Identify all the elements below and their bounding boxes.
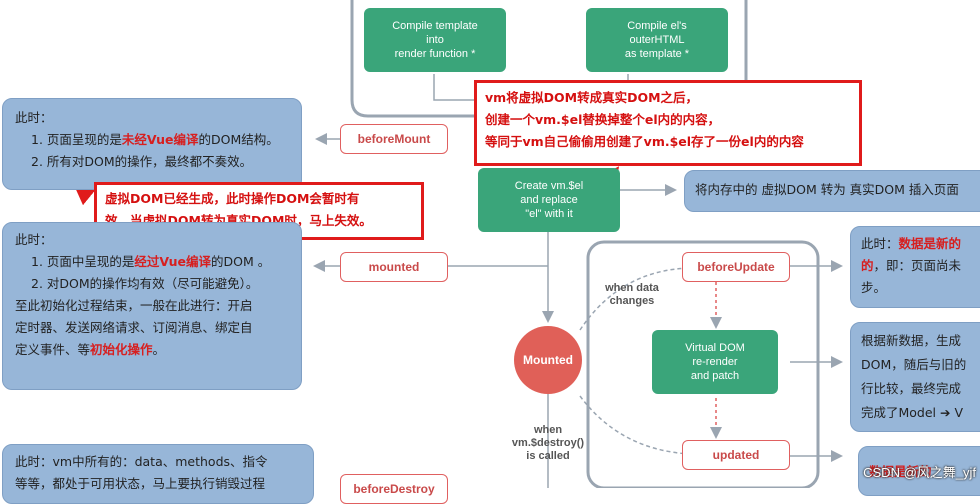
- panel-line-2: 等等，都处于可用状态，马上要执行销毁过程: [15, 476, 266, 491]
- annotation-line-1: vm将虚拟DOM转成真实DOM之后，: [485, 90, 699, 105]
- panel-title: 此时：: [15, 232, 53, 247]
- text-segment: 定义事件、等: [15, 342, 91, 357]
- panel-line-2: 的，即：页面尚未: [861, 255, 980, 277]
- text-segment: 的DOM结构。: [198, 132, 279, 147]
- create-el-box: Create vm.$el and replace "el" with it: [478, 168, 620, 232]
- mounted-state-circle: Mounted: [514, 326, 582, 394]
- patch-info-panel: 根据新数据，生成 DOM，随后与旧的 行比较，最终完成 完成了Model ➔ V: [850, 322, 980, 432]
- panel-line-1: 此时：vm中所有的：data、methods、指令: [15, 454, 268, 469]
- compile-el-box: Compile el's outerHTML as template *: [586, 8, 728, 72]
- text-segment: 1. 页面中呈现的是: [31, 254, 135, 269]
- virtual-dom-box: Virtual DOM re-render and patch: [652, 330, 778, 394]
- text-segment: 的DOM 。: [211, 254, 271, 269]
- panel-line-1: 1. 页面中呈现的是经过Vue编译的DOM 。: [15, 251, 289, 273]
- text-segment: ，即：页面尚未: [873, 258, 962, 273]
- compile-template-box: Compile template into render function *: [364, 8, 506, 72]
- panel-line-4: 完成了Model ➔ V: [861, 405, 964, 420]
- text-segment: 此时：: [861, 236, 899, 251]
- highlight-text: 未经Vue编译: [121, 132, 199, 147]
- panel-line-5: 定义事件、等初始化操作。: [15, 339, 289, 361]
- panel-line-2: 2. 对DOM的操作均有效（尽可能避免）。: [31, 276, 259, 291]
- before-mount-info-panel: 此时： 1. 页面呈现的是未经Vue编译的DOM结构。 2. 所有对DOM的操作…: [2, 98, 302, 190]
- annotation-line-3: 等同于vm自己偷偷用创建了vm.$el存了一份el内的内容: [485, 134, 804, 149]
- annotation-line-1: 虚拟DOM已经生成，此时操作DOM会暂时有: [105, 191, 360, 206]
- highlight-text: 的: [861, 258, 874, 273]
- text-segment: 1. 页面呈现的是: [31, 132, 122, 147]
- before-destroy-info-panel: 此时：vm中所有的：data、methods、指令 等等，都处于可用状态，马上要…: [2, 444, 314, 504]
- update-loop-dashed-2: [579, 395, 691, 455]
- hook-beforeupdate: beforeUpdate: [682, 252, 790, 282]
- when-data-changes-label: when data changes: [605, 282, 659, 307]
- panel-line-3: 至此初始化过程结束，一般在此进行：开启: [15, 298, 253, 313]
- highlight-text: 经过Vue编译: [134, 254, 212, 269]
- hook-updated: updated: [682, 440, 790, 470]
- highlight-text: 数据是新的: [898, 236, 962, 251]
- panel-title: 此时：: [15, 110, 53, 125]
- when-destroy-label: when vm.$destroy() is called: [511, 424, 585, 462]
- hook-mounted: mounted: [340, 252, 448, 282]
- hook-beforemount: beforeMount: [340, 124, 448, 154]
- before-update-info-panel: 此时：数据是新的 的，即：页面尚未 步。: [850, 226, 980, 308]
- panel-line-3: 步。: [861, 280, 887, 295]
- watermark: CSDN @风之舞_yjf: [863, 465, 976, 480]
- panel-line-4: 定时器、发送网络请求、订阅消息、绑定自: [15, 320, 253, 335]
- panel-line-2: DOM，随后与旧的: [861, 357, 967, 372]
- annotation-el-replace: vm将虚拟DOM转成真实DOM之后， 创建一个vm.$el替换掉整个el内的内容…: [474, 80, 862, 166]
- hook-beforedestroy: beforeDestroy: [340, 474, 448, 504]
- highlight-text: 初始化操作: [90, 342, 153, 357]
- update-frame: [586, 240, 820, 488]
- panel-line-1: 1. 页面呈现的是未经Vue编译的DOM结构。: [15, 129, 289, 151]
- text-segment: 。: [152, 342, 166, 357]
- panel-line-1: 此时：数据是新的: [861, 233, 980, 255]
- highlight-text: 数据是新的: [869, 464, 932, 479]
- panel-line-3: 行比较，最终完成: [861, 381, 962, 396]
- panel-line-2: 2. 所有对DOM的操作，最终都不奏效。: [31, 154, 253, 169]
- mounted-info-panel: 此时： 1. 页面中呈现的是经过Vue编译的DOM 。 2. 对DOM的操作均有…: [2, 222, 302, 390]
- update-loop-dashed: [579, 267, 691, 331]
- panel-line-1: 根据新数据，生成: [861, 333, 962, 348]
- annotation-line-2: 创建一个vm.$el替换掉整个el内的内容，: [485, 112, 721, 127]
- insert-dom-panel: 将内存中的 虚拟DOM 转为 真实DOM 插入页面: [684, 170, 980, 212]
